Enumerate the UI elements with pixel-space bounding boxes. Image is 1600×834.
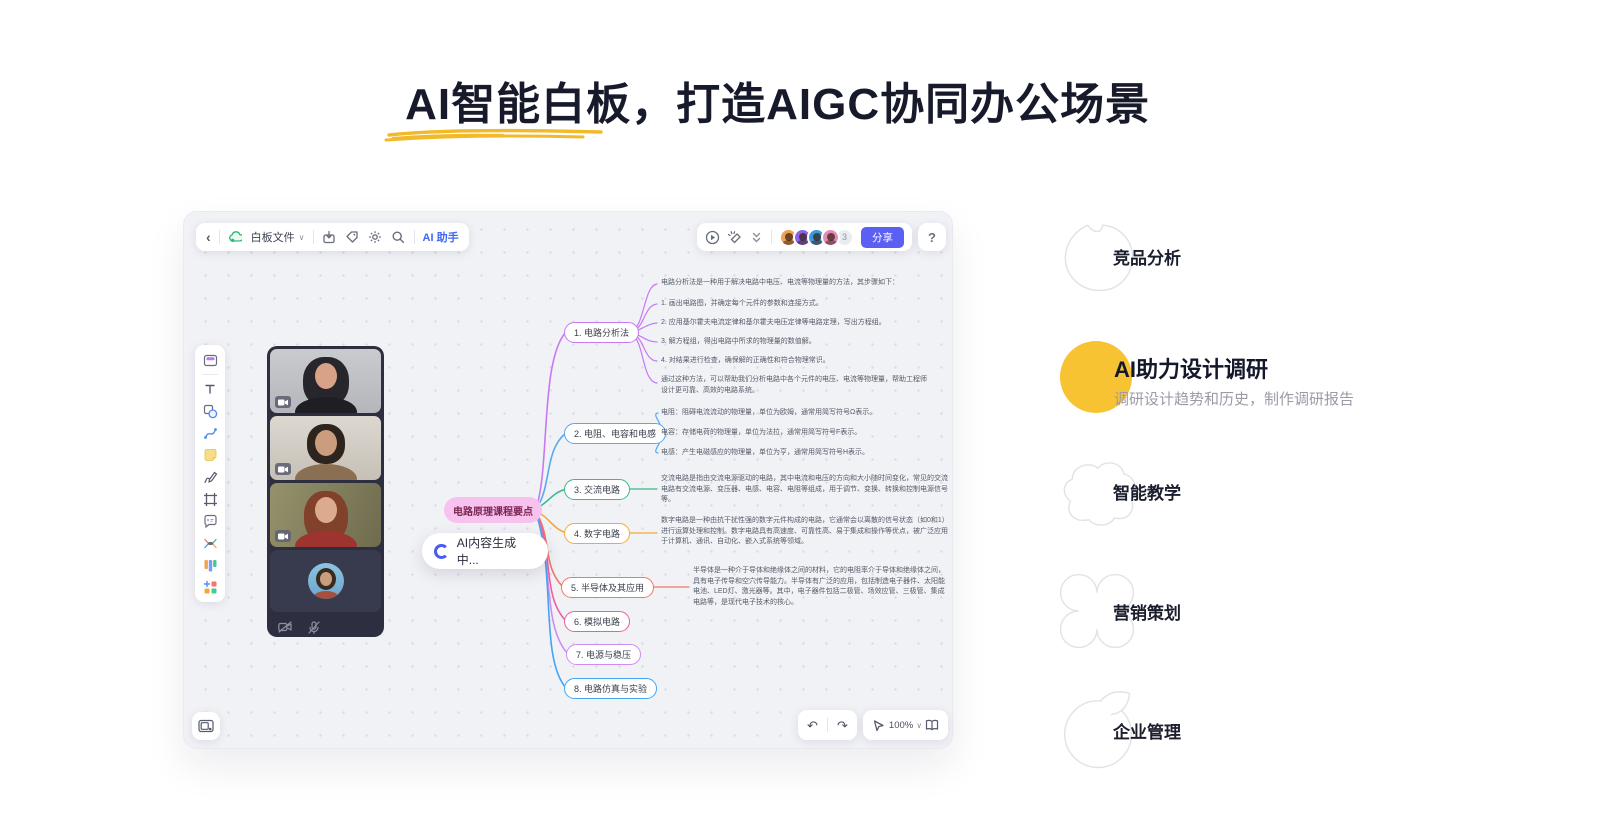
- undo-icon[interactable]: ↶: [807, 717, 818, 733]
- mindmap-node[interactable]: 8. 电路仿真与实验: [564, 678, 658, 699]
- mindmap-node[interactable]: 6. 模拟电路: [564, 611, 631, 632]
- divider: [312, 230, 314, 244]
- blob-shape: [1063, 462, 1137, 526]
- back-icon[interactable]: ‹: [206, 229, 211, 245]
- redo-icon[interactable]: ↷: [837, 717, 848, 733]
- app-logo-icon: [228, 230, 243, 245]
- laser-pointer-icon[interactable]: [727, 230, 742, 245]
- divider: [827, 718, 828, 732]
- camera-off-icon[interactable]: [278, 621, 292, 634]
- mindmap-tool-icon[interactable]: [202, 535, 218, 551]
- mindmap-node[interactable]: 7. 电源与稳压: [566, 644, 642, 665]
- pen-tool-icon[interactable]: [202, 469, 218, 485]
- mindmap-note[interactable]: 2. 应用基尔霍夫电流定律和基尔霍夫电压定律等电路定理，写出方程组。: [661, 319, 886, 326]
- whiteboard-toolbar-right: 3 分享: [697, 223, 912, 251]
- mindmap-node[interactable]: 4. 数字电路: [564, 523, 631, 544]
- kanban-tool-icon[interactable]: [202, 557, 218, 573]
- mindmap-note[interactable]: 3. 解方程组，得出电路中所求的物理量的数值解。: [661, 338, 816, 345]
- mindmap-note[interactable]: 电路分析法是一种用于解决电路中电压、电流等物理量的方法，其步骤如下：: [661, 279, 899, 286]
- collapse-chevrons-icon[interactable]: [749, 230, 764, 245]
- video-tile-participant-1: [270, 349, 381, 413]
- title-underline-doodle: [384, 128, 603, 142]
- video-tile-participant-2: [270, 416, 381, 480]
- mindmap-note[interactable]: 1. 画出电路图，并确定每个元件的参数和连接方式。: [661, 300, 823, 307]
- sticky-note-tool-icon[interactable]: [202, 447, 218, 463]
- mindmap-note[interactable]: 4. 对结果进行检查，确保解的正确性和符合物理常识。: [661, 357, 830, 364]
- blob-shape: [1059, 573, 1135, 649]
- page-title: AI智能白板，打造AIGC协同办公场景: [405, 80, 1151, 129]
- menu-item-label[interactable]: 竞品分析: [1113, 249, 1181, 268]
- frame-tool-icon[interactable]: [202, 491, 218, 507]
- frames-panel-button[interactable]: [192, 712, 220, 740]
- view-controls-group: 100% ∨: [863, 710, 948, 740]
- help-icon: ?: [928, 229, 936, 245]
- ai-generating-label: AI内容生成中...: [456, 536, 517, 567]
- mindmap-node[interactable]: 1. 电路分析法: [564, 322, 640, 343]
- pages-icon[interactable]: [925, 718, 940, 733]
- video-call-panel: [267, 346, 384, 637]
- tag-icon[interactable]: [345, 230, 360, 245]
- text-tool-icon[interactable]: [202, 381, 218, 397]
- mindmap-note[interactable]: 通过这种方法，可以帮助我们分析电路中各个元件的电压、电流等物理量，帮助工程师设计…: [661, 376, 927, 394]
- mindmap-node[interactable]: 2. 电阻、电容和电感: [564, 423, 667, 444]
- undo-redo-group: ↶ ↷: [798, 710, 857, 740]
- share-button[interactable]: 分享: [861, 226, 904, 248]
- mindmap-note[interactable]: 半导体是一种介于导体和绝缘体之间的材料，它的电阻率介于导体和绝缘体之间，具有电子…: [693, 567, 945, 606]
- camera-on-icon: [275, 396, 291, 408]
- divider: [218, 230, 220, 244]
- divider: [413, 230, 415, 244]
- tool-rail: [195, 345, 225, 602]
- menu-item-label[interactable]: 智能教学: [1113, 484, 1181, 503]
- avatar[interactable]: [821, 227, 840, 247]
- help-button[interactable]: ?: [918, 223, 946, 251]
- mindmap-node[interactable]: 3. 交流电路: [564, 479, 631, 500]
- participant-avatar: [307, 563, 344, 599]
- menu-item-subtitle: 调研设计趋势和历史，制作调研报告: [1114, 391, 1355, 408]
- doc-title-dropdown[interactable]: 白板文件 ∨: [250, 232, 305, 244]
- video-tile-participant-4: [270, 550, 381, 612]
- mindmap-node[interactable]: 5. 半导体及其应用: [561, 577, 655, 598]
- menu-item-label[interactable]: 营销策划: [1113, 604, 1181, 623]
- mindmap-note[interactable]: 交流电路是指由交流电源驱动的电路，其中电流和电压的方向和大小随时间变化，常见的交…: [661, 475, 948, 503]
- menu-item-label-active[interactable]: AI助力设计调研: [1114, 357, 1269, 382]
- chevron-down-icon: ∨: [916, 720, 923, 730]
- shape-tool-icon[interactable]: [202, 403, 218, 419]
- comment-tool-icon[interactable]: [202, 513, 218, 529]
- video-tile-participant-3: [270, 483, 381, 547]
- mindmap-note[interactable]: 数字电路是一种由抗干扰性强的数字元件构成的电路，它通常会以离散的信号状态（如0和…: [661, 517, 948, 545]
- ai-generating-toast: AI内容生成中...: [422, 533, 548, 569]
- pointer-icon[interactable]: [871, 718, 886, 733]
- divider: [202, 374, 218, 375]
- loading-spinner-icon: [434, 543, 449, 559]
- whiteboard-app-window: ‹ 白板文件 ∨ AI 助手: [183, 211, 953, 749]
- settings-gear-icon[interactable]: [368, 230, 383, 245]
- connector-tool-icon[interactable]: [202, 425, 218, 441]
- blob-shape: [1064, 224, 1134, 292]
- present-play-icon[interactable]: [705, 230, 720, 245]
- mindmap-note[interactable]: 电阻：阻碍电流流动的物理量，单位为欧姆，通常用简写符号Ω表示。: [661, 409, 877, 416]
- camera-on-icon: [275, 530, 291, 542]
- divider: [771, 230, 772, 244]
- collaborator-avatars[interactable]: 3: [779, 227, 854, 247]
- blob-shape: [1063, 691, 1133, 769]
- chevron-down-icon: ∨: [298, 232, 305, 242]
- mindmap-center-node[interactable]: 电路原理课程要点: [444, 497, 542, 523]
- active-highlight-circle: [1060, 341, 1132, 413]
- import-icon[interactable]: [322, 230, 337, 245]
- apps-plugin-icon[interactable]: [202, 579, 218, 595]
- whiteboard-toolbar-left: ‹ 白板文件 ∨ AI 助手: [196, 223, 469, 251]
- camera-on-icon: [275, 463, 291, 475]
- mindmap-note[interactable]: 电感：产生电磁感应的物理量，单位为亨，通常用简写符号H表示。: [661, 449, 870, 456]
- mic-off-icon[interactable]: [308, 621, 320, 634]
- mindmap-note[interactable]: 电容：存储电荷的物理量，单位为法拉，通常用简写符号F表示。: [661, 429, 862, 436]
- ai-assistant-button[interactable]: AI 助手: [422, 232, 459, 244]
- call-controls: [270, 615, 381, 634]
- search-icon[interactable]: [391, 230, 406, 245]
- menu-item-label[interactable]: 企业管理: [1113, 723, 1181, 742]
- template-tool-icon[interactable]: [202, 352, 218, 368]
- zoom-level-control[interactable]: 100% ∨: [888, 719, 923, 731]
